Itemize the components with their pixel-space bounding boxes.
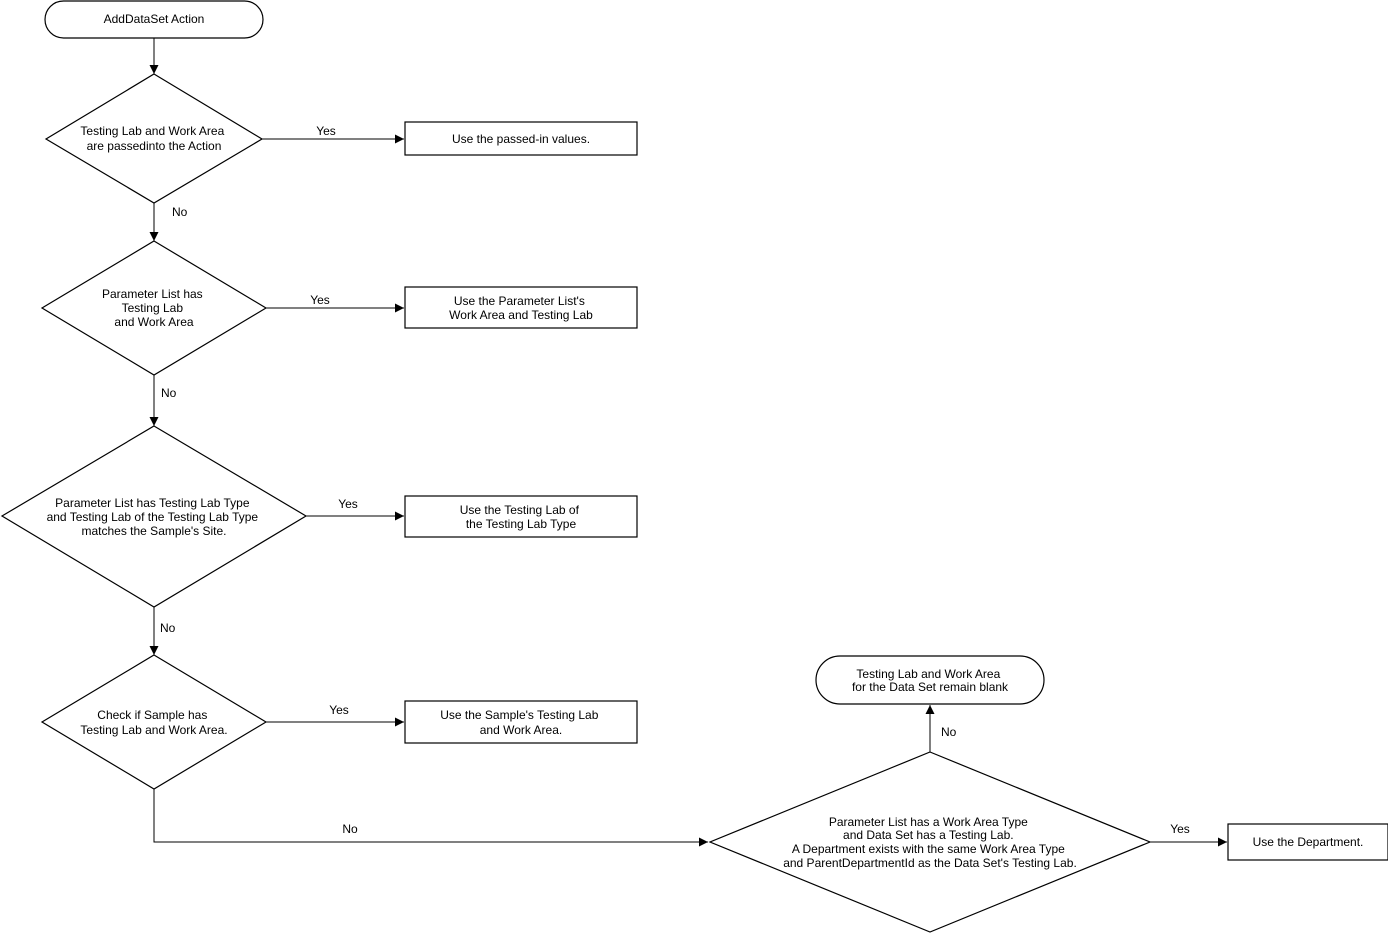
action-param-list-values-line: Work Area and Testing Lab [449,308,593,322]
edge-label-no: No [160,621,176,635]
action-passed-values: Use the passed-in values. [404,121,638,156]
end-terminal-label: Testing Lab and Work Area for the Data S… [852,667,1009,694]
action-sample-values-label: Use the Sample's Testing Lab and Work Ar… [440,708,602,737]
action-passed-values-box [404,121,638,156]
decision-lab-type-line: and Testing Lab of the Testing Lab Type [47,510,259,524]
edge-label-no: No [941,725,957,739]
action-param-list-values: Use the Parameter List's Work Area and T… [404,286,638,329]
action-department-values-label: Use the Department. [1253,835,1364,849]
decision-department-line: Parameter List has a Work Area Type [829,815,1028,829]
action-param-list-values-label: Use the Parameter List's Work Area and T… [449,294,593,322]
decision-param-list-label: Parameter List has Testing Lab and Work … [102,287,206,329]
edge-label-no: No [161,386,177,400]
action-lab-type-values-box [404,495,638,538]
action-department-values-box [1227,823,1388,861]
edge-label-yes: Yes [310,293,330,307]
decision-lab-type-line: Parameter List has Testing Lab Type [55,496,250,510]
action-passed-values-label: Use the passed-in values. [452,132,590,146]
edge-labels: Yes No Yes No Yes No Yes No Yes No [160,124,1190,836]
decision-passed-in-shape [44,73,264,204]
edge-label-yes: Yes [316,124,336,138]
end-terminal-line: for the Data Set remain blank [852,680,1009,694]
decision-sample: Check if Sample has Testing Lab and Work… [40,654,268,790]
decision-department-line: A Department exists with the same Work A… [792,842,1065,856]
decision-lab-type-shape [0,425,308,608]
edge-label-yes: Yes [1170,822,1190,836]
decision-department-line: and Data Set has a Testing Lab. [843,828,1014,842]
action-param-list-values-line: Use the Parameter List's [454,294,585,308]
connector-sample-no [153,789,708,847]
action-sample-values: Use the Sample's Testing Lab and Work Ar… [404,700,638,744]
decision-sample-line: Testing Lab and Work Area. [80,723,227,737]
decision-param-list-line: and Work Area [114,315,193,329]
action-sample-values-box [404,700,638,744]
decision-param-list: Parameter List has Testing Lab and Work … [40,240,268,376]
decision-department-line: and ParentDepartmentId as the Data Set's… [783,856,1077,870]
end-terminal-shape [815,655,1045,705]
decision-sample-shape [40,654,268,790]
action-lab-type-values: Use the Testing Lab of the Testing Lab T… [404,495,638,538]
decision-param-list-line: Parameter List has [102,287,203,301]
action-lab-type-values-line: the Testing Lab Type [466,517,577,531]
action-department-values: Use the Department. [1227,823,1388,861]
action-sample-values-line: Use the Sample's Testing Lab [440,708,598,722]
decision-passed-in: Testing Lab and Work Area are passedinto… [44,73,264,204]
decision-passed-in-line: are passedinto the Action [87,139,222,153]
edge-label-no: No [172,205,188,219]
decision-sample-label: Check if Sample has Testing Lab and Work… [80,708,227,737]
start-terminal-label: AddDataSet Action [104,12,205,26]
decision-lab-type-label: Parameter List has Testing Lab Type and … [47,496,262,538]
edge-label-yes: Yes [338,497,358,511]
edge-label-yes: Yes [329,703,349,717]
decision-department: Parameter List has a Work Area Type and … [708,751,1152,933]
action-param-list-values-box [404,286,638,329]
end-terminal-line: Testing Lab and Work Area [856,667,1000,681]
edge-label-no: No [342,822,358,836]
decision-passed-in-label: Testing Lab and Work Area are passedinto… [80,124,227,153]
connectors [149,38,1227,847]
start-terminal-shape [44,0,264,39]
start-terminal: AddDataSet Action [44,0,264,39]
decision-passed-in-line: Testing Lab and Work Area [80,124,224,138]
action-lab-type-values-label: Use the Testing Lab of the Testing Lab T… [460,503,583,531]
decision-lab-type-line: matches the Sample's Site. [81,524,226,538]
end-terminal: Testing Lab and Work Area for the Data S… [815,655,1045,705]
decision-department-shape [708,751,1152,933]
decision-lab-type: Parameter List has Testing Lab Type and … [0,425,308,608]
decision-department-label: Parameter List has a Work Area Type and … [783,815,1077,870]
action-sample-values-line: and Work Area. [480,723,563,737]
decision-param-list-shape [40,240,268,376]
action-lab-type-values-line: Use the Testing Lab of [460,503,580,517]
decision-sample-line: Check if Sample has [97,708,207,722]
decision-param-list-line: Testing Lab [122,301,184,315]
